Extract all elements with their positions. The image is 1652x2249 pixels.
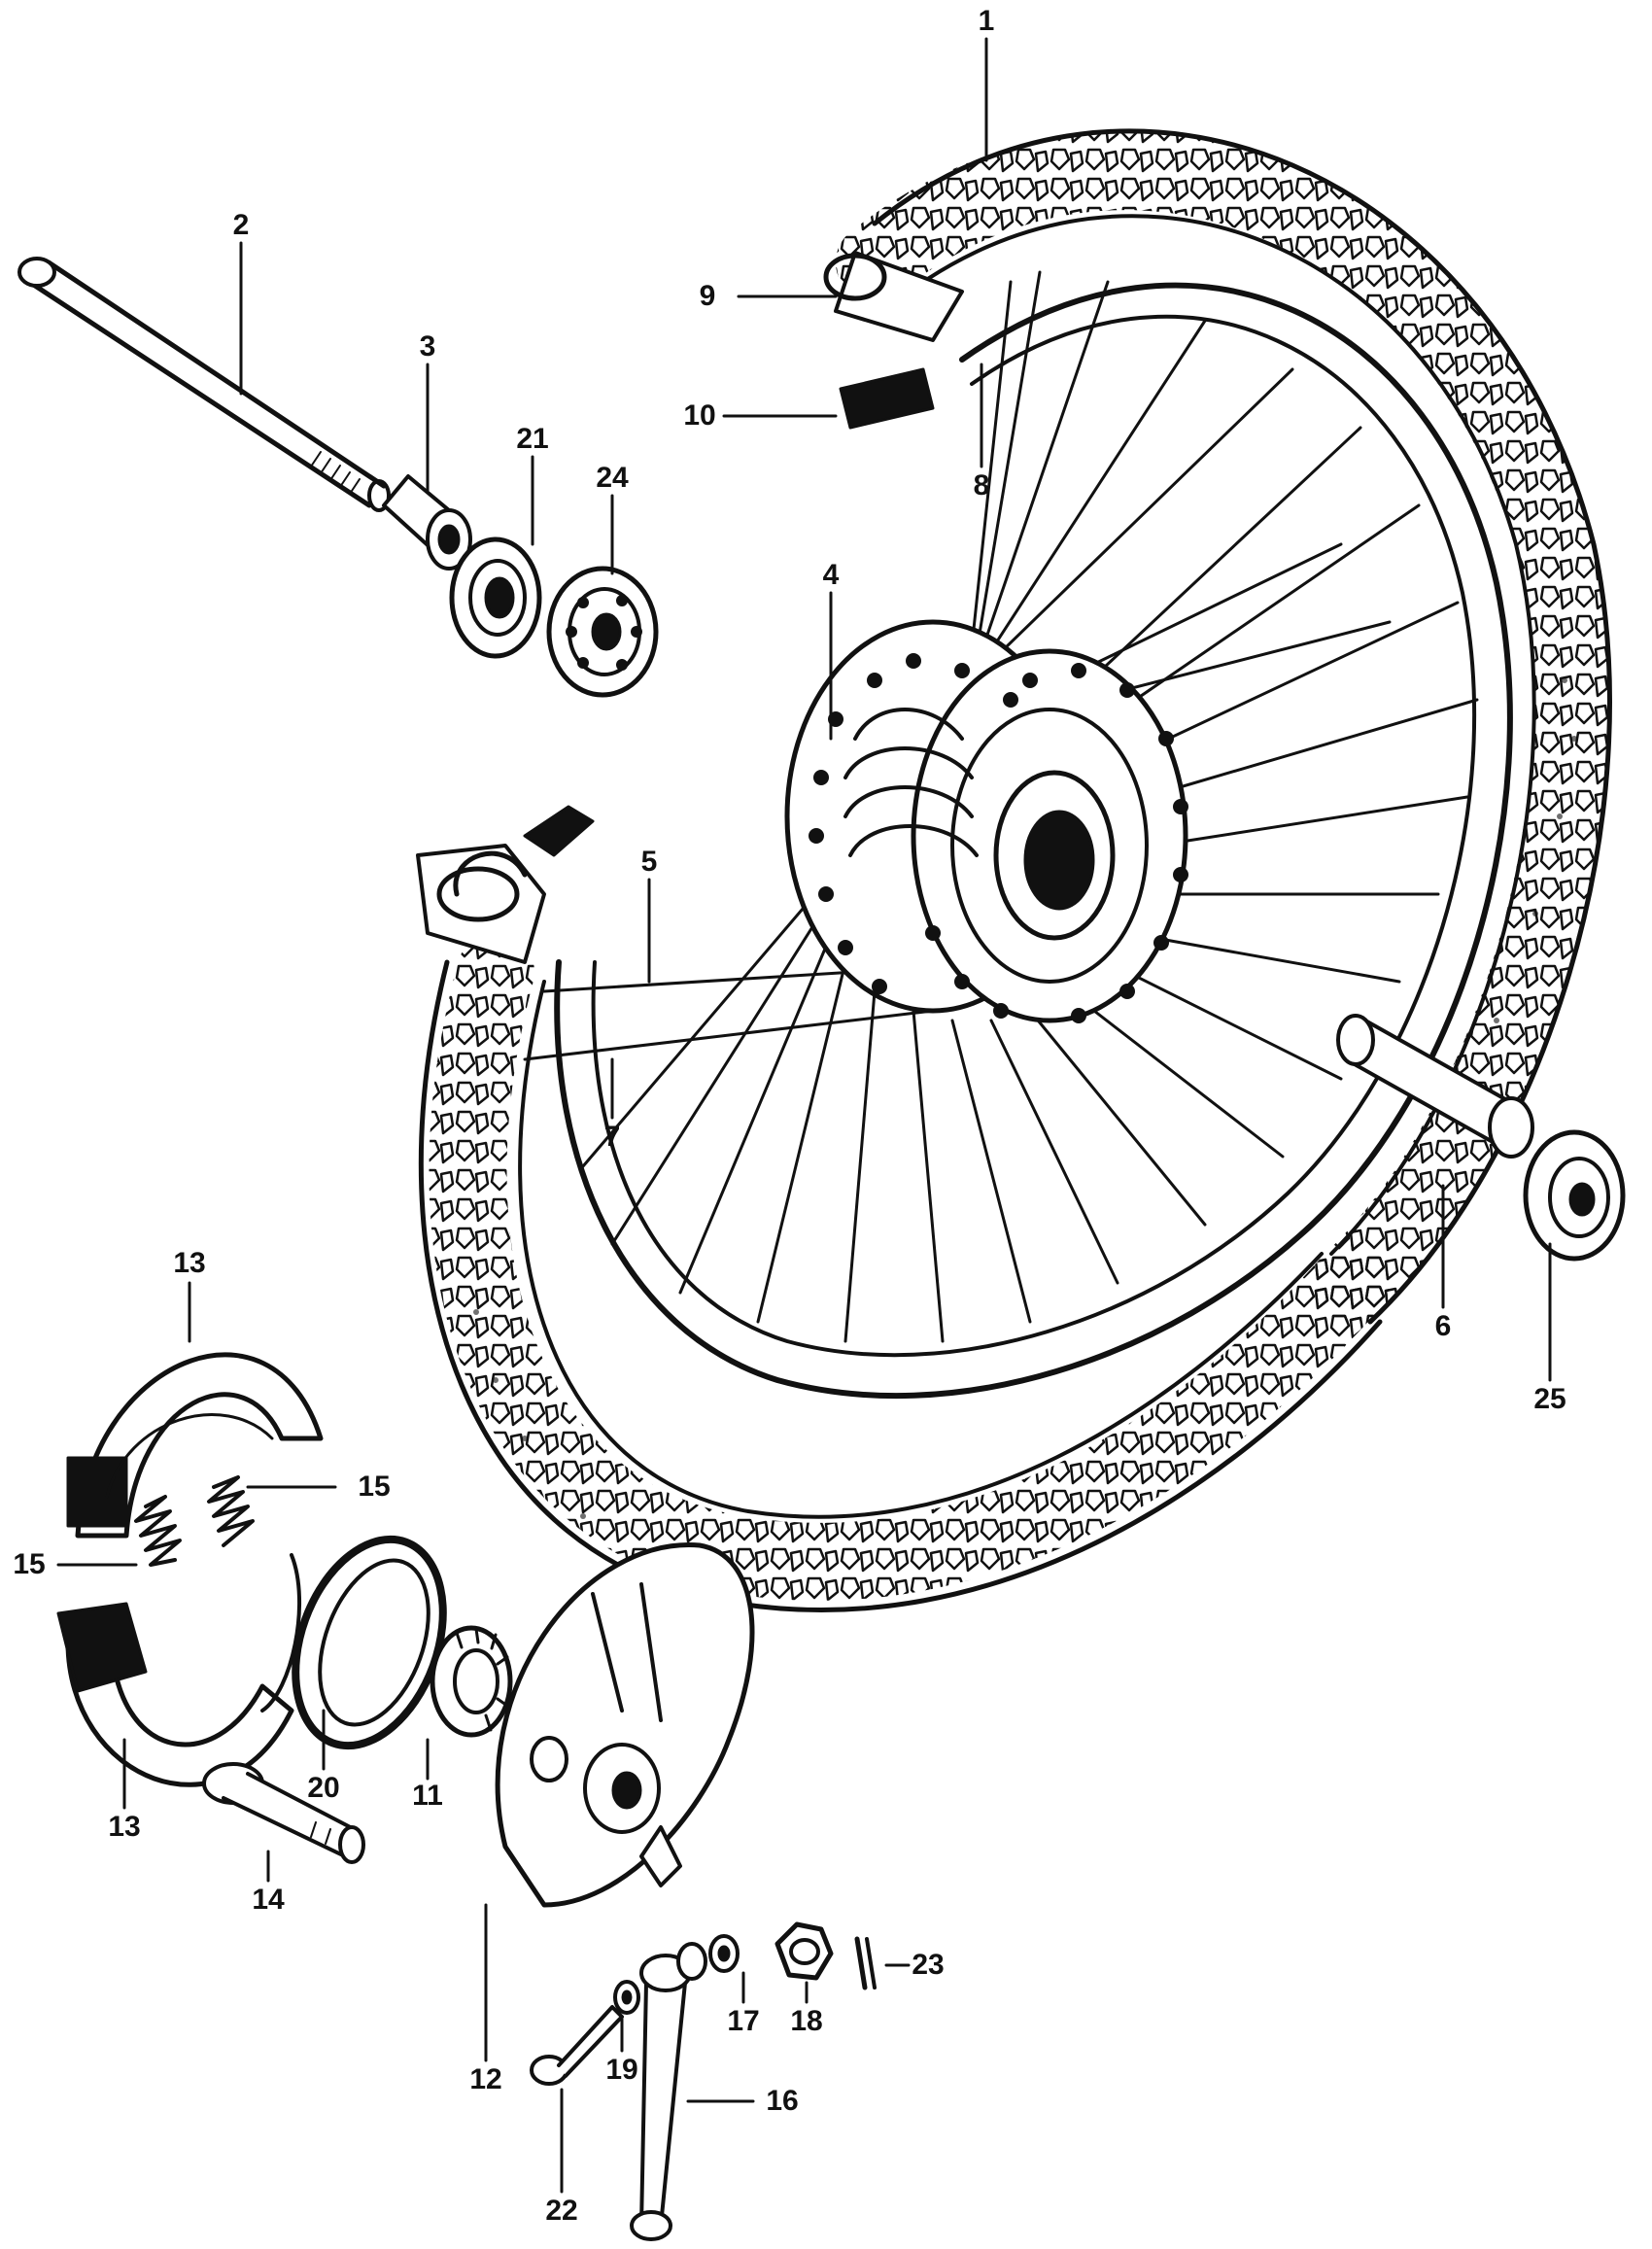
callout-13-upper: 13 <box>173 1247 206 1279</box>
brake-panel <box>495 1542 755 1908</box>
rim-band <box>523 367 935 857</box>
callout-4: 4 <box>822 559 840 591</box>
dust-seal <box>292 1535 447 1750</box>
brake-cam <box>202 1762 365 1864</box>
inner-tube <box>436 253 887 922</box>
washer-19 <box>613 1980 640 2015</box>
brake-shoe-upper <box>66 1352 324 1539</box>
speedometer-gear <box>430 1625 513 1738</box>
callout-23: 23 <box>912 1949 945 1981</box>
callout-15-left: 15 <box>13 1548 46 1580</box>
spokes <box>523 270 1479 1343</box>
callout-22: 22 <box>545 2195 578 2227</box>
leader-lines <box>56 37 1552 2194</box>
callout-10: 10 <box>683 399 716 432</box>
brake-spring-right <box>207 1475 255 1547</box>
arm-bolt <box>530 2005 624 2086</box>
callout-5: 5 <box>640 846 658 878</box>
callout-8: 8 <box>973 469 990 502</box>
callout-9: 9 <box>699 280 716 312</box>
callout-18: 18 <box>790 2005 823 2037</box>
callout-7: 7 <box>603 1121 621 1153</box>
oil-seal <box>449 536 542 659</box>
callout-2: 2 <box>232 209 250 241</box>
callout-1: 1 <box>978 5 995 37</box>
brake-arm <box>630 1942 707 2241</box>
callout-25: 25 <box>1533 1383 1566 1415</box>
callout-24: 24 <box>596 462 629 494</box>
callout-14: 14 <box>252 1884 285 1916</box>
callout-19: 19 <box>605 2054 638 2086</box>
washer-17 <box>708 1934 740 1973</box>
callout-13-lower: 13 <box>108 1811 141 1843</box>
bearing-left <box>546 566 659 698</box>
callout-21: 21 <box>516 423 549 455</box>
axle <box>17 257 391 512</box>
shading-stipple <box>473 677 1577 1519</box>
axle-nut <box>774 1921 834 1981</box>
callout-16: 16 <box>766 2085 799 2117</box>
callout-15-right: 15 <box>358 1470 391 1503</box>
callout-20: 20 <box>307 1772 340 1804</box>
bearing-right <box>1523 1129 1626 1262</box>
cotter-pin <box>854 1936 877 1990</box>
callout-17: 17 <box>727 2005 760 2037</box>
callout-11: 11 <box>412 1780 443 1812</box>
callout-6: 6 <box>1434 1310 1452 1342</box>
brake-shoe-lower <box>56 1553 302 1787</box>
spacer <box>382 474 472 571</box>
callout-12: 12 <box>469 2063 502 2095</box>
hub <box>784 619 1188 1023</box>
rim <box>554 282 1513 1399</box>
callout-3: 3 <box>419 330 436 363</box>
brake-spring-left <box>134 1495 182 1567</box>
distance-collar <box>1336 1014 1534 1159</box>
